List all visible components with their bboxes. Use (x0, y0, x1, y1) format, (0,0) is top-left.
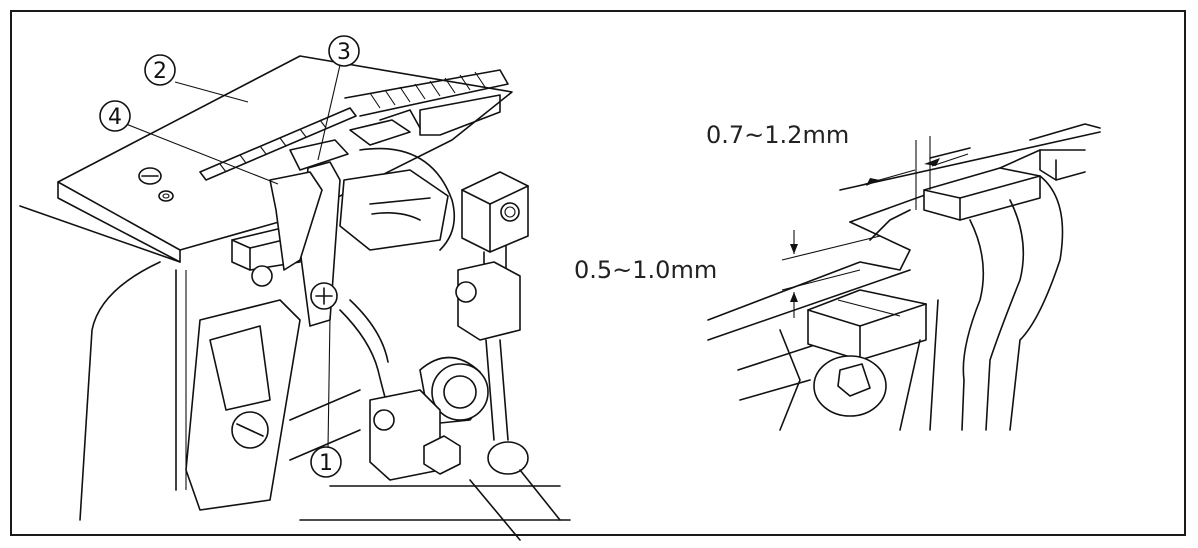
plate-screw-1 (138, 167, 162, 185)
small-screw (251, 265, 273, 287)
looper-arm-body (185, 299, 301, 511)
dimension-label-horizontal: 0.7~1.2mm (706, 121, 849, 149)
right-detail-illustration: 0.7~1.2mm 0.5~1.0mm (574, 121, 1101, 431)
callout-4-label: 4 (108, 105, 122, 130)
dimension-label-vertical: 0.5~1.0mm (574, 256, 717, 284)
roller-wheel (813, 355, 887, 417)
plate-top-edge (839, 131, 1101, 191)
callout-1-label: 1 (319, 451, 333, 476)
upper-looper-head (461, 171, 529, 253)
knife-block (923, 167, 1041, 221)
feed-dog-detail (807, 289, 927, 361)
callout-3: 3 (328, 35, 360, 67)
plate-screw-2 (158, 190, 174, 202)
callout-4: 4 (99, 100, 131, 132)
needle-plate-slots (199, 69, 509, 181)
leader-4 (125, 123, 279, 185)
presser-lever (269, 171, 323, 271)
left-mechanism-illustration: 2 4 3 1 (19, 35, 571, 541)
callout-1: 1 (310, 446, 342, 478)
horizontal-dimension (857, 136, 969, 210)
looper-bracket (339, 169, 449, 251)
leader-3 (317, 64, 341, 161)
leader-1 (327, 315, 331, 449)
hex-nut (423, 435, 461, 475)
callout-3-label: 3 (337, 40, 351, 65)
vertical-dimension (781, 230, 881, 318)
machine-body (79, 261, 161, 521)
callout-2-label: 2 (153, 59, 167, 84)
callout-2: 2 (144, 54, 176, 86)
leader-2 (174, 81, 249, 103)
knife-body (1009, 175, 1064, 431)
